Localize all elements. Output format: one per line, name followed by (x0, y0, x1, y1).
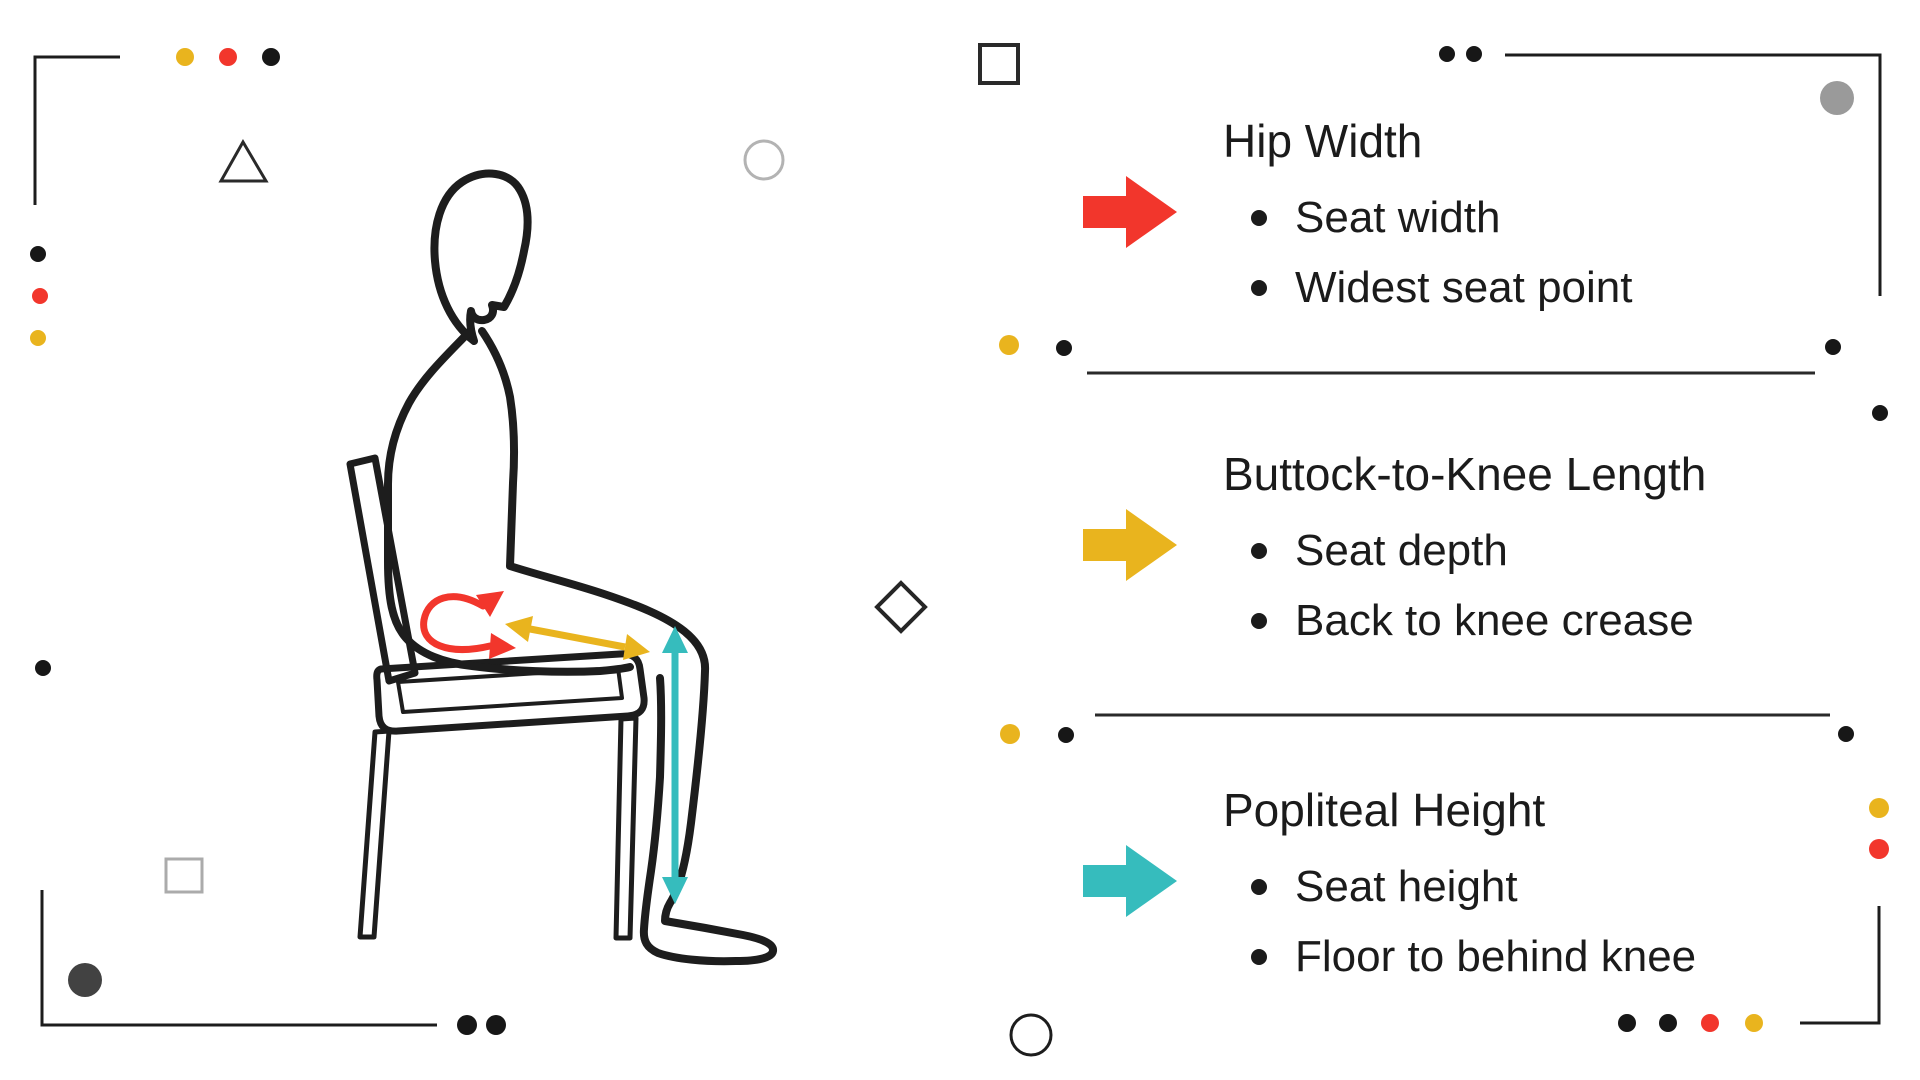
square-outline-gray (164, 857, 204, 894)
chair-seat-outer (373, 650, 648, 735)
black-dot (262, 48, 280, 66)
list-item: Seat height (1251, 859, 1696, 914)
bullet-text: Widest seat point (1295, 263, 1633, 312)
hip-width-block-arrow-icon (1083, 176, 1177, 248)
black-dot (1466, 46, 1482, 62)
bullet-text: Seat height (1295, 862, 1518, 911)
black-dot (1872, 405, 1888, 421)
section-title: Buttock-to-Knee Length (1223, 448, 1707, 500)
popliteal-height-arrow (662, 626, 688, 904)
list-item: Floor to behind knee (1251, 929, 1696, 984)
divider-dots-1 (999, 335, 1072, 356)
black-dot (1056, 340, 1072, 356)
list-item: Seat depth (1251, 523, 1706, 578)
floor-dot-pair (457, 1015, 506, 1035)
bullet-dot-icon (1251, 279, 1267, 296)
buttock-to-knee-block-arrow-icon (1083, 509, 1177, 581)
hip-width-curve-arrow (420, 591, 516, 659)
red-dot (32, 288, 48, 304)
section-title: Hip Width (1223, 115, 1423, 167)
dark-gray-filled-circle (68, 963, 102, 997)
chair-front-leg (613, 715, 639, 941)
gray-filled-circle (1820, 81, 1854, 115)
popliteal-height-block-arrow-icon (1083, 845, 1177, 917)
top-left-dot-row (176, 48, 280, 66)
bullet-dot-icon (1251, 209, 1267, 226)
bullet-dot-icon (1251, 948, 1267, 965)
black-dot (1439, 46, 1455, 62)
bullet-list: Seat depth Back to knee crease (1251, 523, 1706, 648)
circle-outline-gray (743, 139, 785, 181)
bottom-right-dot-row (1618, 1014, 1763, 1032)
yellow-dot (999, 335, 1019, 355)
black-dot (1838, 726, 1854, 742)
red-dot (219, 48, 237, 66)
yellow-dot (1000, 724, 1020, 744)
circle-outline-black (1009, 1013, 1053, 1057)
yellow-dot (1869, 798, 1889, 818)
black-dot (457, 1015, 477, 1035)
corner-bracket-top-right (1505, 53, 1882, 296)
bullet-text: Seat width (1295, 193, 1501, 242)
person-back-and-hip (384, 328, 634, 676)
black-dot (486, 1015, 506, 1035)
person-head (430, 169, 532, 345)
right-edge-dot-column (1869, 798, 1889, 859)
list-item: Widest seat point (1251, 260, 1633, 315)
section-buttock-to-knee: Buttock-to-Knee Length Seat depth Back t… (1223, 451, 1706, 663)
diamond-outline (874, 580, 928, 634)
triangle-outline (218, 138, 269, 183)
black-dot (30, 246, 46, 262)
black-dot (1825, 339, 1841, 355)
left-dot-column (30, 246, 48, 346)
bullet-text: Seat depth (1295, 526, 1508, 575)
yellow-dot (30, 330, 46, 346)
chair-back-leg (357, 728, 392, 940)
yellow-dot (1745, 1014, 1763, 1032)
person-front-leg-foot (478, 327, 777, 966)
bullet-list: Seat height Floor to behind knee (1251, 859, 1696, 984)
section-title: Popliteal Height (1223, 784, 1546, 836)
red-dot (1869, 839, 1889, 859)
square-outline-black (978, 43, 1020, 85)
bullet-dot-icon (1251, 542, 1267, 559)
top-right-dot-pair (1439, 46, 1482, 62)
black-dot (1058, 727, 1074, 743)
chair-backrest (346, 454, 419, 685)
bullet-text: Back to knee crease (1295, 596, 1694, 645)
corner-bracket-top-left (33, 55, 120, 205)
black-dot (1659, 1014, 1677, 1032)
yellow-dot (176, 48, 194, 66)
corner-bracket-bottom-right (1800, 906, 1881, 1025)
black-dot (35, 660, 51, 676)
black-dot (1618, 1014, 1636, 1032)
bullet-dot-icon (1251, 612, 1267, 629)
divider-dots-2 (1000, 724, 1854, 744)
list-item: Seat width (1251, 190, 1633, 245)
red-dot (1701, 1014, 1719, 1032)
corner-bracket-bottom-left (40, 890, 437, 1027)
seated-person-chair-illustration (346, 169, 777, 966)
bullet-list: Seat width Widest seat point (1251, 190, 1633, 315)
section-popliteal-height: Popliteal Height Seat height Floor to be… (1223, 787, 1696, 999)
section-hip-width: Hip Width Seat width Widest seat point (1223, 118, 1633, 330)
buttock-to-knee-arrow (505, 616, 650, 660)
bullet-dot-icon (1251, 878, 1267, 895)
bullet-text: Floor to behind knee (1295, 932, 1697, 981)
list-item: Back to knee crease (1251, 593, 1706, 648)
